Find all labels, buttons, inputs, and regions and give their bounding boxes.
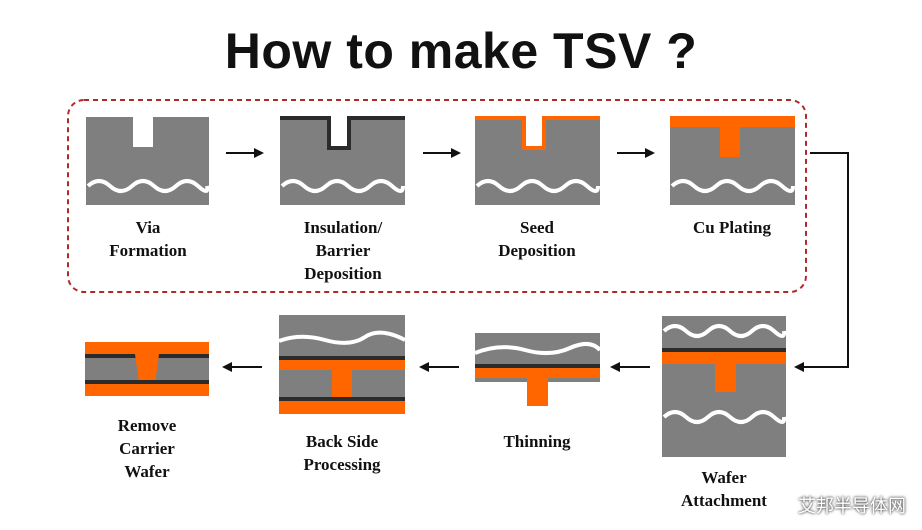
step-label-thinning: Thinning xyxy=(503,432,571,451)
step-label-back-side-processing: Back Side Processing xyxy=(303,432,381,474)
seed-deposition-figure xyxy=(475,116,600,205)
step-label-via-formation: Via Formation xyxy=(109,218,187,260)
page-title: How to make TSV ? xyxy=(224,23,698,79)
remove-carrier-figure xyxy=(85,342,209,396)
via-formation-figure xyxy=(86,117,210,205)
step-label-insulation-barrier: Insulation/ Barrier Deposition xyxy=(303,218,383,283)
insulation-barrier-figure xyxy=(280,116,405,205)
arrow-4-to-5 xyxy=(794,152,849,372)
thinning-figure xyxy=(474,333,602,406)
step-label-seed-deposition: Seed Deposition xyxy=(498,218,576,260)
wafer-attachment-figure xyxy=(662,316,787,457)
cu-plating-figure xyxy=(670,116,795,205)
front-side-frame xyxy=(67,99,807,293)
step-label-wafer-attachment: Wafer Attachment xyxy=(681,468,767,510)
back-side-processing-figure xyxy=(278,315,406,414)
watermark: 艾邦半导体网 xyxy=(772,492,906,518)
step-label-cu-plating: Cu Plating xyxy=(693,218,771,237)
step-label-remove-carrier-wafer: Remove Carrier Wafer xyxy=(117,416,177,481)
watermark-text: 艾邦半导体网 xyxy=(798,496,906,517)
chat-bubble-icon xyxy=(772,498,794,514)
